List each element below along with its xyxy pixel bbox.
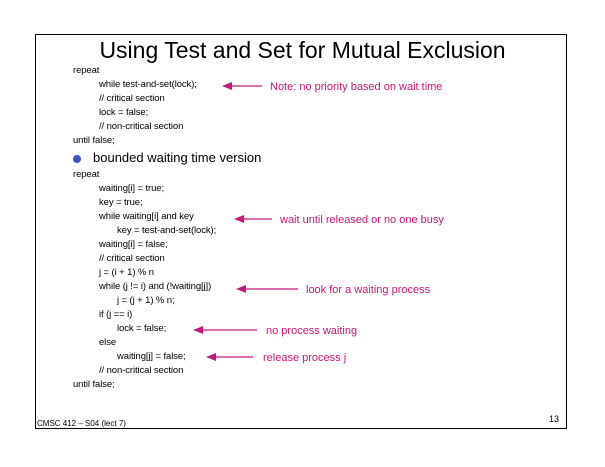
code-line: waiting[j] = false; <box>117 351 186 362</box>
note-wait-until-released: wait until released or no one busy <box>280 214 444 226</box>
code-line: until false; <box>73 135 115 146</box>
code-line: key = true; <box>99 197 143 208</box>
code-line: waiting[i] = false; <box>99 239 168 250</box>
code-line: repeat <box>73 65 100 76</box>
code-line: j = (i + 1) % n <box>99 267 154 278</box>
code-line: while test-and-set(lock); <box>99 79 197 90</box>
bullet-text: bounded waiting time version <box>93 150 262 165</box>
code-line: while waiting[i] and key <box>99 211 194 222</box>
code-line: // non-critical section <box>99 365 184 376</box>
arrowhead-icon <box>236 285 246 293</box>
code-line: repeat <box>73 169 100 180</box>
code-line: else <box>99 337 117 348</box>
code-line: while (j != i) and (!waiting[j]) <box>99 281 212 292</box>
code-line: until false; <box>73 379 115 390</box>
code-line: lock = false; <box>117 323 167 334</box>
note-release-process: release process j <box>263 352 347 364</box>
bullet-dot-icon <box>73 155 81 163</box>
slide-title: Using Test and Set for Mutual Exclusion <box>99 37 506 63</box>
code-line: if (j == i) <box>99 309 133 320</box>
code-line: waiting[i] = true; <box>99 183 164 194</box>
arrowhead-icon <box>222 82 232 90</box>
page-number: 13 <box>549 414 560 424</box>
note-look-for-waiting: look for a waiting process <box>306 284 431 296</box>
code-line: key = test-and-set(lock); <box>117 225 217 236</box>
arrowhead-icon <box>193 326 203 334</box>
arrowhead-icon <box>234 215 244 223</box>
code-line: j = (j + 1) % n; <box>117 295 175 306</box>
code-line: // critical section <box>99 253 165 264</box>
footer-course: CMSC 412 – S04 (lect 7) <box>37 419 126 428</box>
code-line: lock = false; <box>99 107 149 118</box>
code-line: // non-critical section <box>99 121 184 132</box>
note-no-priority: Note: no priority based on wait time <box>270 81 443 93</box>
arrowhead-icon <box>206 353 216 361</box>
code-line: // critical section <box>99 93 165 104</box>
note-no-process-waiting: no process waiting <box>266 325 358 337</box>
slide-frame <box>35 34 567 429</box>
